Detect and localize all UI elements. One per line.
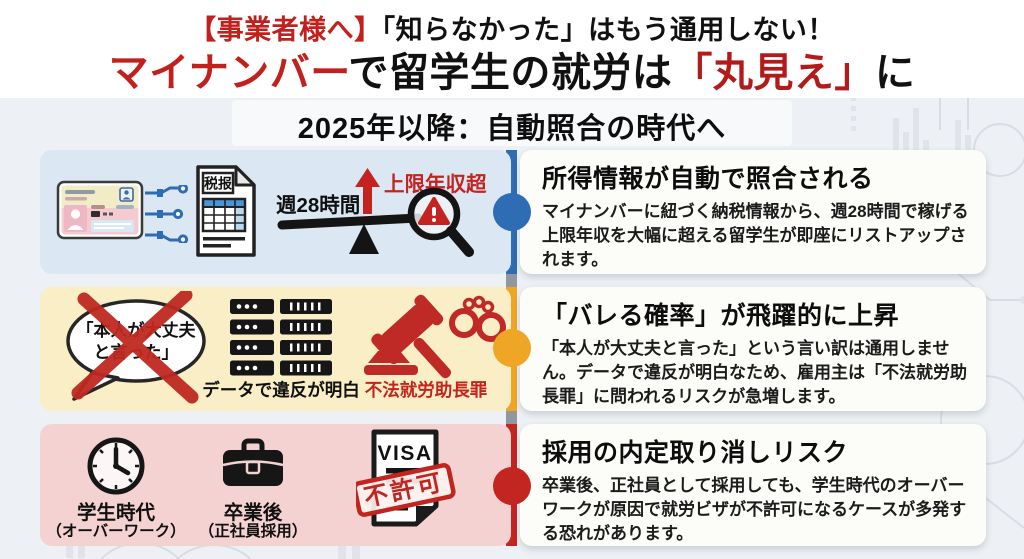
denied-stamp-icon: 不許可 xyxy=(356,463,456,517)
crossed-speech-bubble-icon: 「本人が大丈夫 と言った」 xyxy=(66,291,206,404)
server-stack-icon xyxy=(230,299,332,376)
hours-label: 週28時間 xyxy=(276,193,360,217)
row2-icon-panel: 「本人が大丈夫 と言った」 xyxy=(40,287,511,411)
visa-document-icon: VISA 不許可 xyxy=(356,429,456,527)
row3-body: 卒業後、正社員として採用しても、学生時代のオーバーワークが原因で就労ビザが不許可… xyxy=(542,476,967,544)
row3-icon-panel: 学生時代 （オーバーワーク） 卒業後 （正社員採用） VISA 不許可 xyxy=(40,424,511,546)
red-x-icon xyxy=(71,291,199,404)
server-stack-label: データで違反が明白 xyxy=(202,380,360,400)
timeline-dot-1 xyxy=(493,193,531,231)
timeline-connector-2 xyxy=(506,411,517,424)
row1-title: 所得情報が自動で照合される xyxy=(542,165,874,193)
header-line1-audience: 【事業者様へ】 xyxy=(189,15,382,45)
header-line2-marumie: 「丸見え」 xyxy=(672,51,875,95)
visa-label: VISA xyxy=(377,442,432,465)
row2-title: 「バレる確率」が飛躍的に上昇 xyxy=(542,302,900,330)
header-line2-mynumber: マイナンバー xyxy=(108,51,349,95)
circuit-link-icon xyxy=(145,185,189,243)
stage2-label: 卒業後 xyxy=(223,502,283,524)
header-background xyxy=(0,0,1024,98)
warning-magnifier-icon xyxy=(407,187,474,257)
clock-icon xyxy=(87,437,145,495)
gavel-label: 不法就労助長罪 xyxy=(364,380,488,400)
timeline-dot-2 xyxy=(493,329,531,367)
header-line1: 【事業者様へ】「知らなかった」はもう通用しない！ xyxy=(0,8,1024,47)
header-line2-mid: で留学生の就労は xyxy=(348,51,673,95)
timeline-connector-1 xyxy=(506,274,517,287)
row1-card: 所得情報が自動で照合される マイナンバーに紐づく納税情報から、週28時間で稼げる… xyxy=(520,150,986,274)
row1-body: マイナンバーに紐づく納税情報から、週28時間で稼げる上限年収を大幅に超える留学生… xyxy=(542,202,969,270)
row3-card: 採用の内定取り消しリスク 卒業後、正社員として採用しても、学生時代のオーバーワー… xyxy=(520,424,986,546)
header-line2-end: に xyxy=(874,51,916,95)
row2-card: 「バレる確率」が飛躍的に上昇 「本人が大丈夫と言った」という言い訳は通用しません… xyxy=(520,287,986,411)
row2-body: 「本人が大丈夫と言った」という言い訳は通用しません。データで違反が明白なため、雇… xyxy=(542,339,967,407)
timeline-dot-3 xyxy=(493,467,531,505)
stage2-sublabel: （正社員採用） xyxy=(198,523,308,540)
row1-icon-panel: 税报 週28時間 上限年収超 xyxy=(40,150,511,274)
row3-title: 採用の内定取り消しリスク xyxy=(542,439,849,467)
briefcase-icon xyxy=(222,438,284,486)
gavel-handcuffs-icon xyxy=(364,294,506,379)
stage1-sublabel: （オーバーワーク） xyxy=(46,523,186,540)
stage1-label: 学生時代 xyxy=(76,502,155,524)
subtitle: 2025年以降：自動照合の時代へ xyxy=(297,113,727,145)
subtitle-band xyxy=(232,100,792,146)
fulcrum-shape xyxy=(349,224,379,254)
up-arrow-icon xyxy=(363,184,372,214)
mynumber-card-icon xyxy=(56,180,144,240)
header-line1-message: 「知らなかった」はもう通用しない！ xyxy=(381,15,835,45)
tax-report-icon: 税报 xyxy=(196,165,256,257)
tax-report-label: 税报 xyxy=(204,176,232,192)
seesaw-scale-icon: 週28時間 上限年収超 xyxy=(276,168,487,257)
header-line2: マイナンバーで留学生の就労は「丸見え」に xyxy=(0,40,1024,98)
